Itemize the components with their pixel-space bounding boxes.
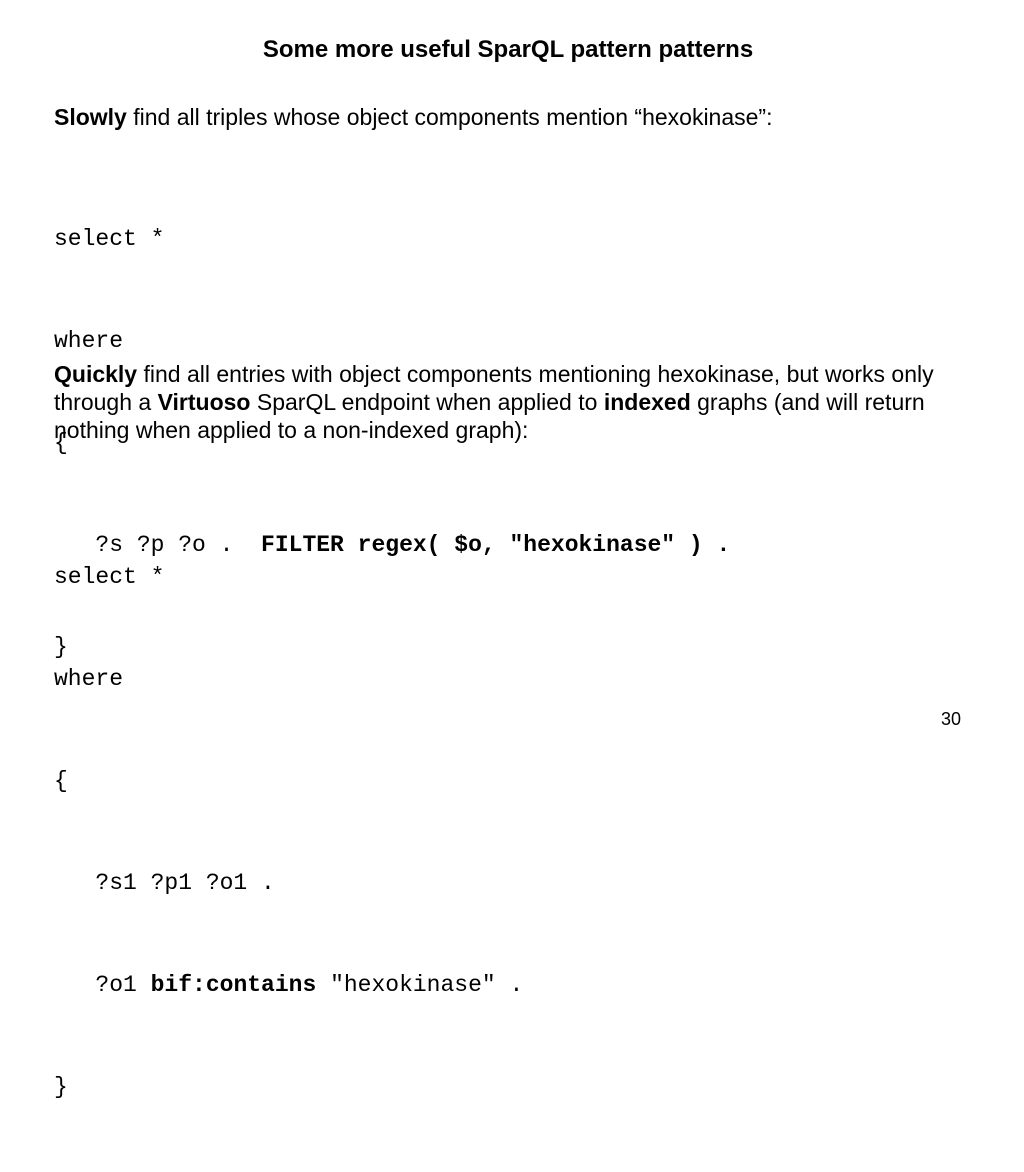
code-segment-plain: "hexokinase" . bbox=[316, 972, 524, 998]
code-line: } bbox=[54, 634, 68, 660]
code-line: { bbox=[54, 768, 68, 794]
code-segment-contains: bif:contains bbox=[150, 972, 317, 998]
section2-lead-bold: Quickly bbox=[54, 361, 138, 387]
slide: Some more useful SparQL pattern patterns… bbox=[54, 36, 974, 1100]
section1-lead-bold: Slowly bbox=[54, 104, 127, 130]
code-line-contains: ?o1 bif:contains "hexokinase" . bbox=[54, 968, 974, 1002]
code-segment-filter: FILTER regex( $o, "hexokinase" ) . bbox=[261, 532, 731, 558]
section1-lead-rest: find all triples whose object components… bbox=[126, 104, 773, 130]
code-line-filter: ?s ?p ?o . FILTER regex( $o, "hexokinase… bbox=[54, 528, 974, 562]
code-line: select * bbox=[54, 226, 165, 252]
code-segment-plain: ?o1 bbox=[54, 972, 151, 998]
code-line: { bbox=[54, 430, 68, 456]
code-line: ?s1 ?p1 ?o1 . bbox=[54, 870, 275, 896]
code-line: where bbox=[54, 666, 124, 692]
section2-text: SparQL endpoint when applied to bbox=[250, 389, 604, 415]
page-number: 30 bbox=[940, 709, 961, 729]
section1-code-block: select * where { ?s ?p ?o . FILTER regex… bbox=[54, 154, 974, 732]
section1-description: Slowly find all triples whose object com… bbox=[54, 103, 964, 131]
slide-title: Some more useful SparQL pattern patterns bbox=[262, 36, 754, 63]
section2-indexed-bold: indexed bbox=[603, 389, 691, 415]
section2-virtuoso-bold: Virtuoso bbox=[157, 389, 251, 415]
code-segment-plain: ?s ?p ?o . bbox=[54, 532, 262, 558]
section2-text: graphs (and will return nothing when app… bbox=[54, 389, 925, 443]
section2-text: find all entries with object components … bbox=[54, 361, 934, 415]
code-line: } bbox=[54, 1074, 68, 1100]
code-line: select * bbox=[54, 564, 165, 590]
section2-description: Quickly find all entries with object com… bbox=[54, 360, 964, 444]
section2-code-block: select * where { ?s1 ?p1 ?o1 . ?o1 bif:c… bbox=[54, 492, 974, 1172]
code-line: where bbox=[54, 328, 124, 354]
